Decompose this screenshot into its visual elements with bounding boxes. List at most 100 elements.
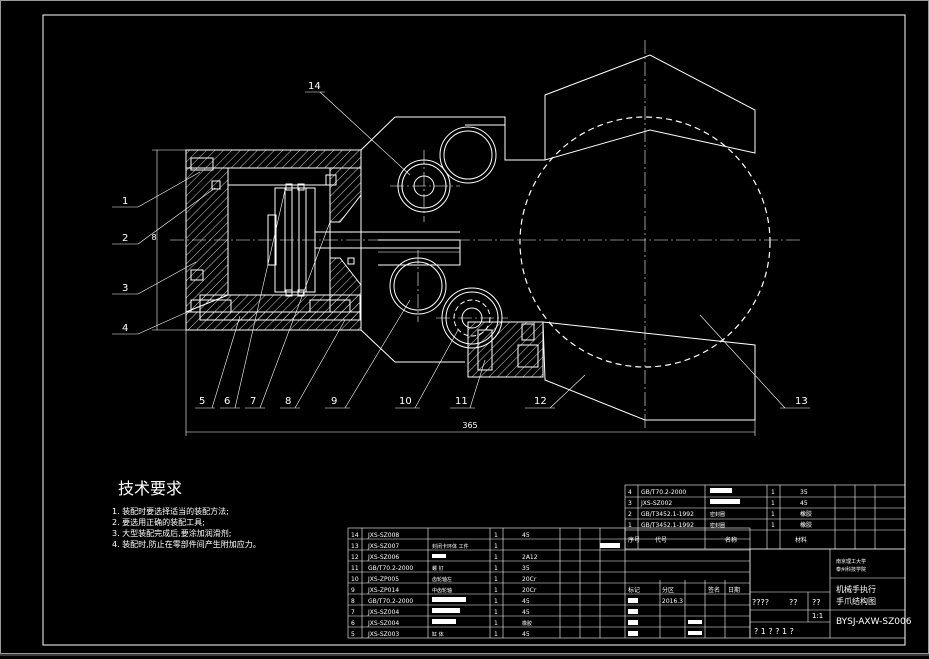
svg-text:1: 1: [494, 554, 498, 561]
svg-text:缸 体: 缸 体: [432, 631, 444, 638]
svg-text:13: 13: [795, 396, 808, 407]
svg-text:齿轮轴左: 齿轮轴左: [432, 576, 452, 583]
svg-text:GB/T3452.1-1992: GB/T3452.1-1992: [641, 511, 694, 518]
svg-text:3: 3: [628, 500, 632, 507]
svg-text:JXS-SZ007: JXS-SZ007: [367, 543, 399, 550]
svg-text:8: 8: [351, 598, 355, 605]
svg-text:GB/T3452.1-1992: GB/T3452.1-1992: [641, 522, 694, 529]
svg-text:5: 5: [351, 631, 355, 638]
svg-text:2A12: 2A12: [522, 554, 538, 561]
dimension-height: 8: [151, 149, 186, 331]
svg-text:1: 1: [494, 565, 498, 572]
svg-text:8: 8: [151, 233, 156, 242]
svg-text:9: 9: [351, 587, 355, 594]
svg-text:35: 35: [522, 565, 530, 572]
svg-text:代号: 代号: [655, 536, 667, 544]
svg-text:1:1: 1:1: [812, 612, 823, 620]
svg-text:GB/T70.2-2000: GB/T70.2-2000: [368, 565, 413, 572]
svg-text:封闭卡环体 工件: 封闭卡环体 工件: [432, 543, 469, 550]
svg-text:45: 45: [522, 631, 530, 638]
svg-text:名称: 名称: [725, 536, 737, 544]
svg-text:11: 11: [351, 565, 359, 572]
workpiece-13: [519, 116, 771, 368]
svg-text:12: 12: [534, 396, 547, 407]
svg-text:JXS-SZ003: JXS-SZ003: [367, 631, 399, 638]
svg-text:泰州科技学院: 泰州科技学院: [836, 566, 866, 573]
svg-text:1: 1: [771, 511, 775, 518]
upper-finger: [544, 54, 756, 161]
drawing-name-line-2: 手爪结构图: [836, 596, 876, 606]
svg-text:分区: 分区: [662, 586, 674, 594]
svg-text:14: 14: [308, 81, 321, 92]
svg-text:??: ??: [789, 598, 798, 607]
svg-text:9: 9: [331, 396, 337, 407]
svg-text:材料: 材料: [795, 536, 807, 544]
svg-text:4: 4: [122, 323, 128, 334]
svg-text:10: 10: [351, 576, 359, 583]
drawing-frame: [42, 14, 906, 646]
svg-text:1: 1: [628, 522, 632, 529]
svg-text:JXS-ZP014: JXS-ZP014: [367, 587, 399, 594]
svg-text:JXS-SZ006: JXS-SZ006: [367, 554, 399, 561]
svg-text:3. 大型装配完成后,要涂加润滑剂;: 3. 大型装配完成后,要涂加润滑剂;: [112, 528, 231, 538]
svg-text:3: 3: [122, 283, 128, 294]
technical-requirements: 技术要求 1. 装配时要选择适当的装配方法; 2. 要选用正确的装配工具; 3.…: [112, 479, 261, 549]
screw-block-11: [467, 321, 544, 378]
svg-text:JXS-SZ002: JXS-SZ002: [640, 500, 672, 507]
svg-text:13: 13: [351, 543, 359, 550]
bom-lower-table: 14 JXS-SZ008 1 45 13 JXS-SZ007 封闭卡环体 工件 …: [347, 527, 751, 639]
svg-text:GB/T70.2-2000: GB/T70.2-2000: [368, 598, 413, 605]
svg-text:GB/T70.2-2000: GB/T70.2-2000: [641, 489, 686, 496]
svg-text:7: 7: [351, 609, 355, 616]
title-block: 南京理工大学 泰州科技学院 机械手执行 手爪结构图 BYSJ-AXW-SZ006…: [749, 548, 912, 639]
svg-text:签名: 签名: [708, 586, 720, 594]
dimension-width: 365: [185, 330, 756, 436]
svg-text:45: 45: [522, 598, 530, 605]
svg-text:45: 45: [522, 532, 530, 539]
svg-text:日期: 日期: [728, 586, 740, 594]
svg-text:1: 1: [494, 532, 498, 539]
svg-text:1: 1: [771, 522, 775, 529]
svg-text:????: ????: [752, 598, 769, 607]
svg-text:4: 4: [628, 489, 632, 496]
svg-text:12: 12: [351, 554, 359, 561]
svg-text:35: 35: [800, 489, 808, 496]
svg-text:1: 1: [494, 543, 498, 550]
part-leaders: [112, 91, 810, 409]
svg-text:45: 45: [800, 500, 808, 507]
svg-text:20Cr: 20Cr: [522, 587, 537, 594]
svg-text:??: ??: [812, 598, 821, 607]
svg-text:1: 1: [494, 576, 498, 583]
svg-text:JXS-SZ008: JXS-SZ008: [367, 532, 399, 539]
svg-text:20Cr: 20Cr: [522, 576, 537, 583]
svg-text:橡胶: 橡胶: [800, 510, 812, 518]
svg-text:7: 7: [250, 396, 256, 407]
svg-text:2: 2: [628, 511, 632, 518]
svg-text:中齿轮轴: 中齿轮轴: [432, 587, 452, 594]
svg-text:1: 1: [771, 489, 775, 496]
svg-text:1. 装配时要选择适当的装配方法;: 1. 装配时要选择适当的装配方法;: [112, 506, 229, 516]
svg-text:南京理工大学: 南京理工大学: [836, 558, 866, 565]
svg-text:4. 装配时,防止在零部件间产生附加应力。: 4. 装配时,防止在零部件间产生附加应力。: [112, 539, 261, 549]
svg-text:橡胶: 橡胶: [800, 521, 812, 529]
svg-text:JXS-SZ004: JXS-SZ004: [367, 620, 399, 627]
svg-text:密封圈: 密封圈: [710, 522, 725, 529]
svg-text:6: 6: [224, 396, 230, 407]
svg-text:5: 5: [199, 396, 205, 407]
requirements-title: 技术要求: [118, 479, 182, 498]
svg-text:? 1 ? ? 1 ?: ? 1 ? ? 1 ?: [754, 627, 794, 636]
svg-text:1: 1: [494, 598, 498, 605]
svg-text:10: 10: [399, 396, 412, 407]
svg-text:橡胶: 橡胶: [522, 620, 532, 627]
svg-text:1: 1: [771, 500, 775, 507]
svg-text:2016.3: 2016.3: [662, 598, 683, 605]
svg-text:14: 14: [351, 532, 359, 539]
bom-upper-table: 4 GB/T70.2-2000 1 35 3 JXS-SZ002 1 45 2 …: [624, 484, 906, 550]
svg-text:2. 要选用正确的装配工具;: 2. 要选用正确的装配工具;: [112, 517, 205, 527]
svg-text:45: 45: [522, 609, 530, 616]
svg-text:1: 1: [494, 620, 498, 627]
drawing-code: BYSJ-AXW-SZ006: [836, 617, 912, 627]
svg-text:1: 1: [494, 631, 498, 638]
